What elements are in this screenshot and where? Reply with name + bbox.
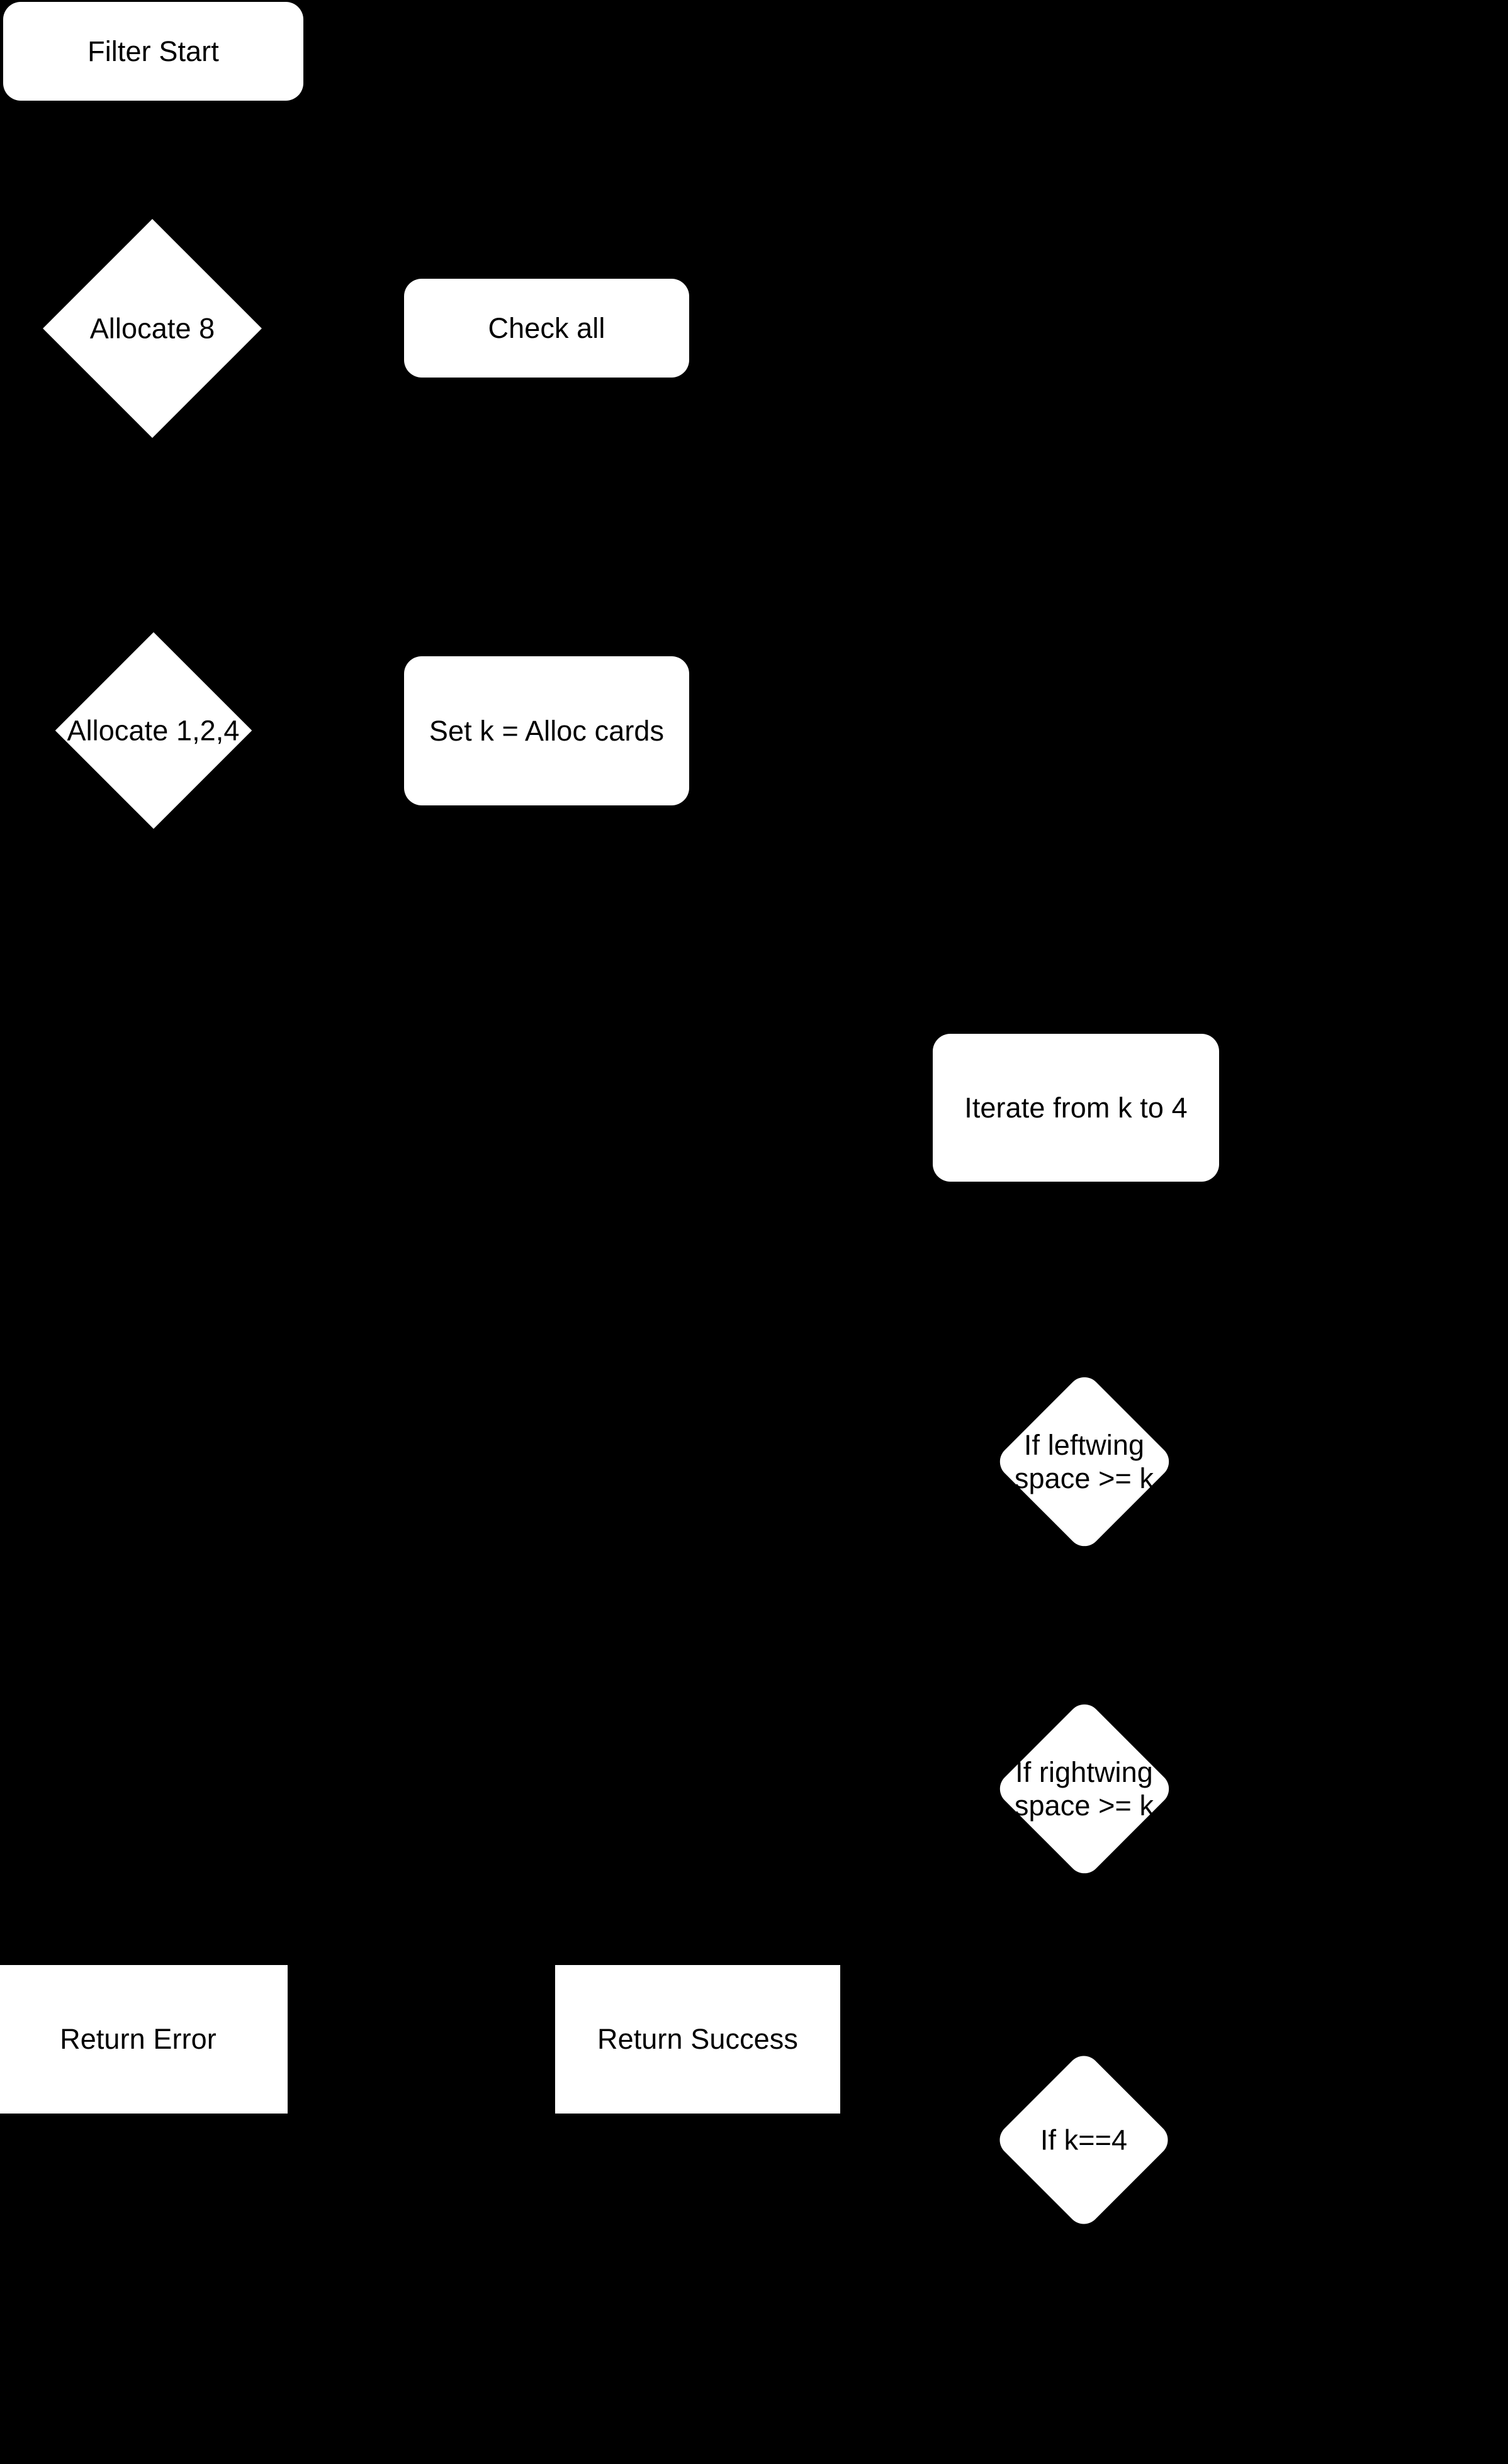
node-if-leftwing-space-label: If leftwing space >= k — [1014, 1428, 1154, 1494]
node-return-success[interactable]: Return Success — [555, 1965, 840, 2114]
node-allocate-8[interactable]: Allocate 8 — [30, 218, 275, 438]
node-filter-start-label: Filter Start — [87, 35, 219, 67]
node-return-error[interactable]: Return Error — [0, 1965, 288, 2114]
node-return-success-label: Return Success — [597, 2023, 799, 2056]
node-allocate-8-label: Allocate 8 — [89, 311, 215, 344]
node-if-k-equals-4-label: If k==4 — [1040, 2124, 1128, 2156]
node-set-k-alloc-cards-label: Set k = Alloc cards — [429, 714, 665, 747]
node-filter-start[interactable]: Filter Start — [3, 2, 303, 101]
node-iterate-from-k-to-4[interactable]: Iterate from k to 4 — [933, 1034, 1219, 1182]
node-set-k-alloc-cards[interactable]: Set k = Alloc cards — [404, 656, 689, 805]
node-if-k-equals-4[interactable]: If k==4 — [993, 2049, 1175, 2231]
node-iterate-from-k-to-4-label: Iterate from k to 4 — [964, 1091, 1188, 1124]
node-allocate-1-2-4[interactable]: Allocate 1,2,4 — [55, 632, 252, 829]
node-if-leftwing-space[interactable]: If leftwing space >= k — [993, 1370, 1176, 1553]
node-return-error-label: Return Error — [60, 2023, 217, 2056]
node-check-all[interactable]: Check all — [404, 279, 689, 378]
node-if-rightwing-space[interactable]: If rightwing space >= k — [993, 1697, 1176, 1880]
node-check-all-label: Check all — [488, 311, 605, 344]
node-if-rightwing-space-label: If rightwing space >= k — [1014, 1756, 1154, 1822]
node-allocate-1-2-4-label: Allocate 1,2,4 — [67, 714, 240, 747]
